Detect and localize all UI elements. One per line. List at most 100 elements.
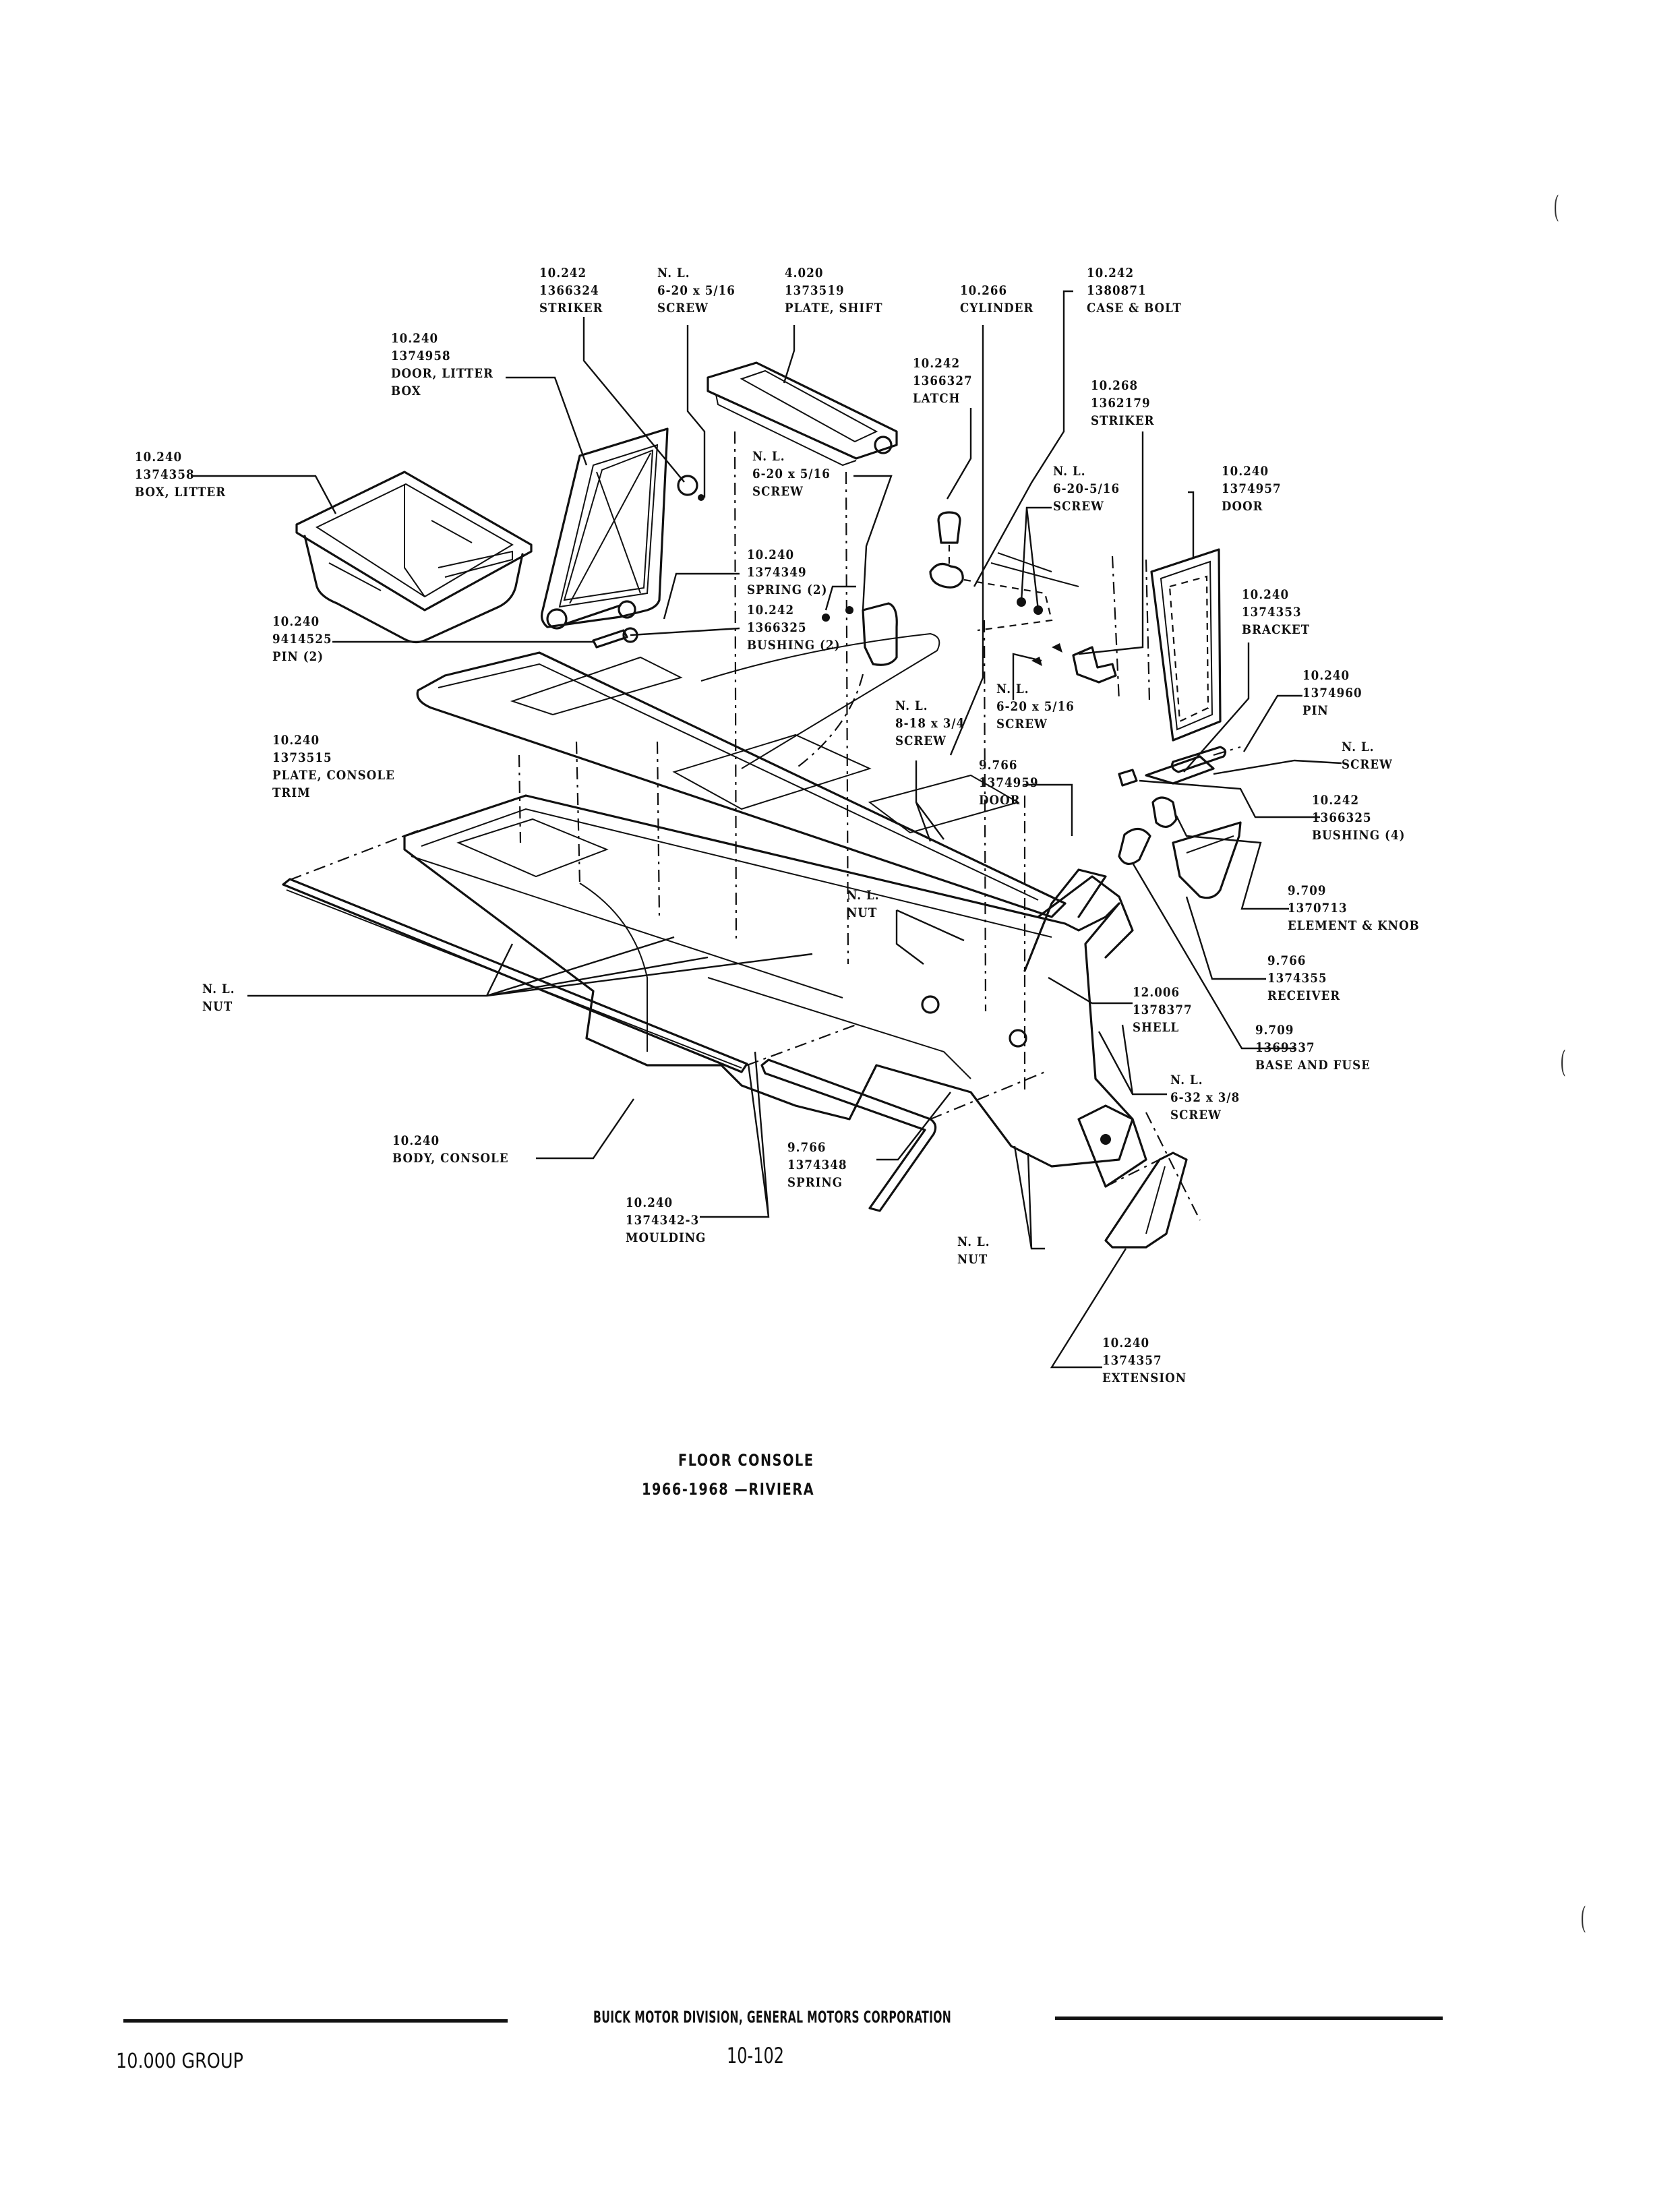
callout-group: 10.242 (1087, 266, 1135, 280)
callout-part-name: BASE AND FUSE (1255, 1058, 1371, 1073)
callout-part-number: 1374357 (1102, 1354, 1162, 1368)
callout-screw-6-20-5-16: N. L. 6-20-5/16 SCREW (1053, 463, 1120, 516)
callout-part-name: SCREW (996, 717, 1048, 731)
lock-assembly-drawing (822, 511, 1079, 666)
callout-group: N. L. (1170, 1073, 1203, 1087)
callout-part-name: SCREW (752, 485, 804, 499)
callout-part-name: STRIKER (1091, 414, 1155, 428)
callout-part-name: MOULDING (626, 1231, 707, 1245)
console-body-drawing (403, 794, 1147, 1188)
scan-mark: ( (1580, 1901, 1586, 1936)
callout-group: 10.242 (1312, 794, 1360, 808)
callout-part-name-line2: TRIM (272, 786, 311, 800)
callout-body-console: 10.240 BODY, CONSOLE (392, 1133, 509, 1168)
callout-screw-lower: N. L. 6-20 x 5/16 SCREW (996, 681, 1075, 734)
callout-part-name: BUSHING (4) (1312, 829, 1406, 843)
callout-nut-mid: N. L. NUT (847, 887, 880, 922)
callout-part-number: 1366325 (1312, 811, 1372, 825)
callout-part-name: BRACKET (1242, 623, 1311, 637)
scan-mark: ( (1553, 190, 1559, 225)
callout-part-name: DOOR (1222, 500, 1263, 514)
callout-part-name: SPRING (787, 1176, 843, 1190)
callout-part-name: SCREW (1342, 758, 1393, 772)
callout-door-right: 10.240 1374957 DOOR (1222, 463, 1282, 516)
callout-part-number: 1366327 (913, 374, 973, 388)
callout-group: 10.240 (747, 548, 795, 562)
callout-part-number: 1374960 (1302, 686, 1362, 700)
callout-striker-top: 10.242 1366324 STRIKER (539, 265, 603, 318)
assembly-guide-lines (289, 431, 1201, 1221)
callout-group: N. L. (957, 1235, 990, 1249)
callout-screw-top: N. L. 6-20 x 5/16 SCREW (657, 265, 736, 318)
console-trim-plate-drawing (416, 632, 1067, 918)
callout-door-9766: 9.766 1374959 DOOR (979, 757, 1039, 810)
callout-part-number: 1369337 (1255, 1041, 1315, 1055)
callout-group: 10.240 (1102, 1336, 1150, 1350)
callout-part-name: SCREW (657, 301, 709, 316)
callout-plate-console-trim: 10.240 1373515 PLATE, CONSOLE TRIM (272, 732, 395, 802)
footer-page-number: 10-102 (727, 2043, 785, 2068)
callout-part-number: 1374957 (1222, 482, 1282, 496)
callout-screw-mid: N. L. 6-20 x 5/16 SCREW (752, 448, 831, 501)
callout-receiver: 9.766 1374355 RECEIVER (1267, 953, 1340, 1005)
callout-part-number: 6-32 x 3/8 (1170, 1091, 1240, 1105)
callout-part-number: 6-20 x 5/16 (996, 700, 1075, 714)
callout-group: N. L. (657, 266, 690, 280)
callout-group: 10.240 (392, 1134, 440, 1148)
callout-pin-right: 10.240 1374960 PIN (1302, 667, 1362, 720)
callout-group: 9.766 (1267, 954, 1307, 968)
callout-part-name: PIN (2) (272, 650, 324, 664)
receiver-drawing (1172, 821, 1242, 899)
shift-plate-drawing (707, 361, 898, 467)
callout-group: N. L. (895, 699, 928, 713)
callout-group: 9.709 (1288, 884, 1327, 898)
callout-part-name: PIN (1302, 704, 1329, 718)
callout-part-name: CYLINDER (960, 301, 1034, 316)
callout-part-name: EXTENSION (1102, 1371, 1187, 1385)
callout-group: 10.240 (626, 1196, 673, 1210)
callout-part-name: DOOR, LITTER (391, 367, 494, 381)
callout-part-number: 9414525 (272, 632, 332, 647)
callout-group: 9.766 (787, 1141, 827, 1155)
callout-part-name: SPRING (2) (747, 583, 828, 597)
callout-part-number: 1366325 (747, 621, 807, 635)
callout-cylinder: 10.266 CYLINDER (960, 282, 1033, 318)
callout-door-litter-box: 10.240 1374958 DOOR, LITTER BOX (391, 330, 493, 400)
callout-part-number: 8-18 x 3/4 (895, 717, 965, 731)
callout-part-number: 1366324 (539, 284, 599, 298)
callout-part-number: 1374353 (1242, 605, 1302, 620)
callout-part-number: 6-20 x 5/16 (752, 467, 831, 481)
callout-part-name: SCREW (1053, 500, 1104, 514)
callout-latch: 10.242 1366327 LATCH (913, 355, 973, 408)
footer-rule-left (123, 2019, 508, 2023)
callout-base-fuse: 9.709 1369337 BASE AND FUSE (1255, 1022, 1371, 1075)
callout-screw-nl-right: N. L. SCREW (1342, 739, 1393, 774)
callout-group: 9.766 (979, 758, 1018, 773)
callout-part-name: STRIKER (539, 301, 603, 316)
callout-box-litter: 10.240 1374358 BOX, LITTER (135, 449, 226, 502)
callout-group: 10.242 (747, 603, 795, 618)
callout-extension: 10.240 1374357 EXTENSION (1102, 1335, 1187, 1387)
callout-element-knob: 9.709 1370713 ELEMENT & KNOB (1288, 883, 1420, 935)
callout-group: N. L. (1053, 465, 1086, 479)
callout-part-name: BUSHING (2) (747, 638, 841, 653)
footer-group-label: 10.000 GROUP (116, 2050, 243, 2073)
callout-part-name: CASE & BOLT (1087, 301, 1182, 316)
callout-group: 10.242 (913, 357, 961, 371)
callout-group: 10.240 (272, 734, 320, 748)
callout-group: N. L. (202, 982, 235, 996)
footer-publisher: BUICK MOTOR DIVISION, GENERAL MOTORS COR… (593, 2008, 952, 2027)
callout-shell: 12.006 1378377 SHELL (1133, 984, 1193, 1037)
callout-case-bolt: 10.242 1380871 CASE & BOLT (1087, 265, 1182, 318)
callout-part-number: 6-20-5/16 (1053, 482, 1120, 496)
callout-part-name: SCREW (1170, 1108, 1222, 1123)
callout-group: 10.242 (539, 266, 587, 280)
callout-group: 10.240 (1302, 669, 1350, 683)
callout-plate-shift: 4.020 1373519 PLATE, SHIFT (785, 265, 883, 318)
callout-part-name: ELEMENT & KNOB (1288, 919, 1420, 933)
callout-bracket: 10.240 1374353 BRACKET (1242, 587, 1310, 639)
callout-part-number: 1374959 (979, 776, 1039, 790)
leader-lines (191, 290, 1342, 1369)
callout-part-name: NUT (202, 1000, 233, 1014)
